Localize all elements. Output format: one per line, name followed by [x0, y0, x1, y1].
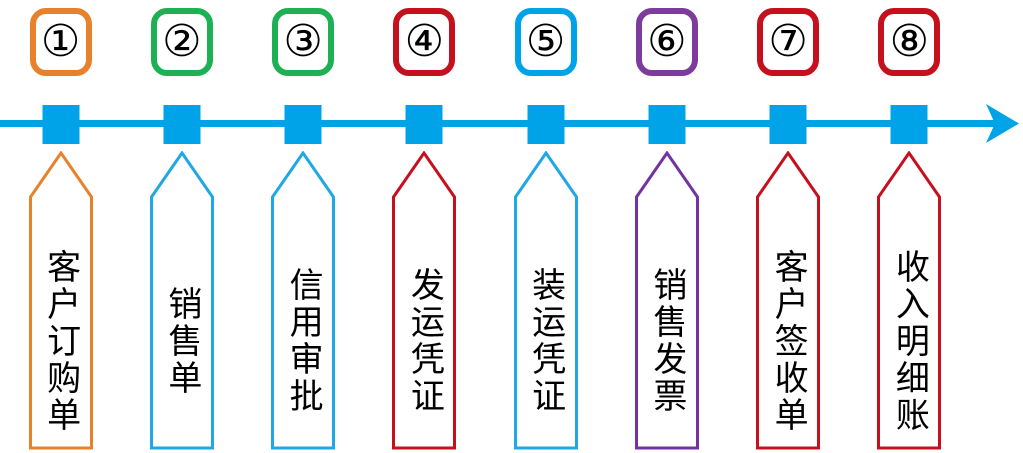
- step-badge: ①: [29, 8, 92, 76]
- banner-outline: [149, 151, 214, 450]
- step-number: ②: [162, 16, 202, 67]
- banner-label-wrap: 发运凭证: [392, 196, 456, 450]
- step-column-4: ④ 发运凭证: [364, 0, 485, 453]
- step-badge: ⑤: [514, 8, 577, 76]
- banner: 信用审批: [271, 151, 336, 450]
- step-label: 销售单: [161, 285, 202, 397]
- banner-label-wrap: 客户签收单: [756, 196, 820, 450]
- step-column-1: ① 客户订购单: [0, 0, 121, 453]
- banner-label-wrap: 信用审批: [271, 196, 335, 450]
- banner-label-wrap: 销售发票: [635, 196, 699, 450]
- step-label: 客户订购单: [40, 248, 81, 434]
- banner: 发运凭证: [392, 151, 457, 450]
- banner-outline: [392, 151, 457, 450]
- step-label: 发运凭证: [404, 267, 445, 415]
- banner-label-wrap: 装运凭证: [514, 196, 578, 450]
- timeline-marker: [284, 105, 322, 144]
- timeline-marker: [648, 105, 686, 144]
- step-label: 信用审批: [283, 267, 324, 415]
- step-number: ⑧: [889, 16, 930, 67]
- step-badge: ②: [150, 8, 213, 76]
- step-label: 销售发票: [646, 267, 687, 415]
- step-number: ③: [283, 16, 323, 67]
- step-label: 装运凭证: [525, 267, 566, 415]
- step-number: ⑦: [768, 16, 808, 67]
- timeline-line: [0, 120, 998, 127]
- step-column-3: ③ 信用审批: [243, 0, 364, 453]
- banner-outline: [271, 151, 336, 450]
- banner: 收入明细账: [877, 151, 942, 450]
- step-column-5: ⑤ 装运凭证: [485, 0, 606, 453]
- timeline-marker: [527, 105, 565, 144]
- step-columns: ① 客户订购单 ② 销售单: [0, 0, 970, 453]
- timeline-marker: [890, 105, 928, 144]
- step-column-2: ② 销售单: [121, 0, 242, 453]
- banner-label-wrap: 收入明细账: [877, 196, 941, 450]
- timeline-marker: [42, 105, 80, 144]
- step-column-6: ⑥ 销售发票: [606, 0, 727, 453]
- step-number: ①: [40, 16, 81, 67]
- banner: 装运凭证: [513, 151, 578, 450]
- banner-outline: [513, 151, 578, 450]
- step-badge: ⑥: [635, 8, 698, 76]
- step-number: ④: [404, 16, 445, 67]
- banner: 客户签收单: [756, 151, 821, 450]
- step-badge: ④: [393, 8, 456, 76]
- step-column-8: ⑧ 收入明细账: [849, 0, 970, 453]
- timeline-marker: [769, 105, 807, 144]
- step-label: 客户签收单: [768, 248, 809, 434]
- timeline-marker: [405, 105, 443, 144]
- step-label: 收入明细账: [889, 248, 930, 434]
- banner: 销售单: [149, 151, 214, 450]
- banner-outline: [756, 151, 821, 450]
- banner-outline: [28, 151, 93, 450]
- step-badge: ③: [272, 8, 335, 76]
- step-badge: ⑧: [878, 8, 941, 76]
- step-number: ⑤: [525, 16, 566, 67]
- step-number: ⑥: [647, 16, 687, 67]
- banner-outline: [877, 151, 942, 450]
- step-column-7: ⑦ 客户签收单: [728, 0, 849, 453]
- banner-label-wrap: 销售单: [150, 196, 214, 450]
- arrowhead-icon: [986, 104, 1019, 143]
- banner-label-wrap: 客户订购单: [29, 196, 93, 450]
- step-badge: ⑦: [757, 8, 820, 76]
- banner: 客户订购单: [28, 151, 93, 450]
- banner-outline: [634, 151, 699, 450]
- timeline-marker: [163, 105, 201, 144]
- banner: 销售发票: [634, 151, 699, 450]
